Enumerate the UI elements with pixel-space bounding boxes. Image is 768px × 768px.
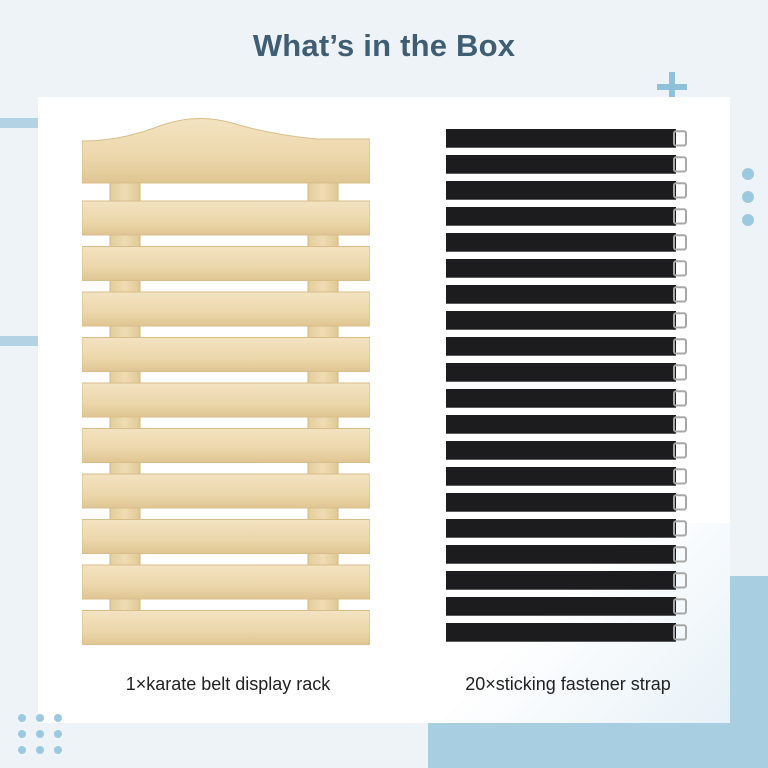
item-caption-strap: 20×sticking fastener strap xyxy=(465,674,671,694)
strap xyxy=(446,597,676,616)
rack-slat xyxy=(82,428,370,463)
strap-ring xyxy=(673,156,687,173)
strap-ring xyxy=(673,312,687,329)
strap xyxy=(446,467,676,486)
strap-ring xyxy=(673,520,687,537)
strap-ring xyxy=(673,130,687,147)
strap-ring xyxy=(673,338,687,355)
strap xyxy=(446,259,676,278)
strap xyxy=(446,389,676,408)
strap xyxy=(446,363,676,382)
rack-slat xyxy=(82,337,370,372)
strap-ring xyxy=(673,416,687,433)
strap xyxy=(446,415,676,434)
strap xyxy=(446,571,676,590)
rack-slat xyxy=(82,382,370,418)
decor-bar xyxy=(0,118,38,128)
strap-ring xyxy=(673,182,687,199)
decor-dot xyxy=(742,214,754,226)
decor-dot xyxy=(742,168,754,180)
rack-slat xyxy=(82,519,370,554)
strap xyxy=(446,311,676,330)
strap xyxy=(446,519,676,538)
strap xyxy=(446,623,676,642)
strap-ring xyxy=(673,286,687,303)
strap xyxy=(446,493,676,512)
strap-ring xyxy=(673,494,687,511)
strap-ring xyxy=(673,208,687,225)
strap-ring xyxy=(673,598,687,615)
decor-dot-grid xyxy=(16,712,68,761)
rack-slat xyxy=(82,200,370,236)
rack-slat xyxy=(82,564,370,600)
strap-stack-image xyxy=(446,129,687,642)
strap-ring xyxy=(673,364,687,381)
strap-ring xyxy=(673,624,687,641)
strap xyxy=(446,441,676,460)
strap xyxy=(446,285,676,304)
strap-ring xyxy=(673,572,687,589)
strap xyxy=(446,233,676,252)
item-caption-rack: 1×karate belt display rack xyxy=(125,674,331,694)
rack-slat xyxy=(82,610,370,645)
strap xyxy=(446,545,676,564)
decor-dot xyxy=(742,191,754,203)
rack-slat xyxy=(82,246,370,281)
wooden-rack-image xyxy=(82,117,370,645)
strap xyxy=(446,155,676,174)
plus-icon xyxy=(657,72,687,102)
strap-ring xyxy=(673,260,687,277)
page-title: What’s in the Box xyxy=(252,28,516,63)
rack-slat xyxy=(82,291,370,327)
strap-ring xyxy=(673,468,687,485)
strap-ring xyxy=(673,546,687,563)
strap-ring xyxy=(673,442,687,459)
strap xyxy=(446,207,676,226)
strap xyxy=(446,129,676,148)
rack-slat xyxy=(82,473,370,509)
decor-bar xyxy=(0,336,38,346)
product-card: 1×karate belt display rack 20×sticking f… xyxy=(38,97,730,723)
strap xyxy=(446,337,676,356)
strap xyxy=(446,181,676,200)
strap-ring xyxy=(673,234,687,251)
strap-ring xyxy=(673,390,687,407)
